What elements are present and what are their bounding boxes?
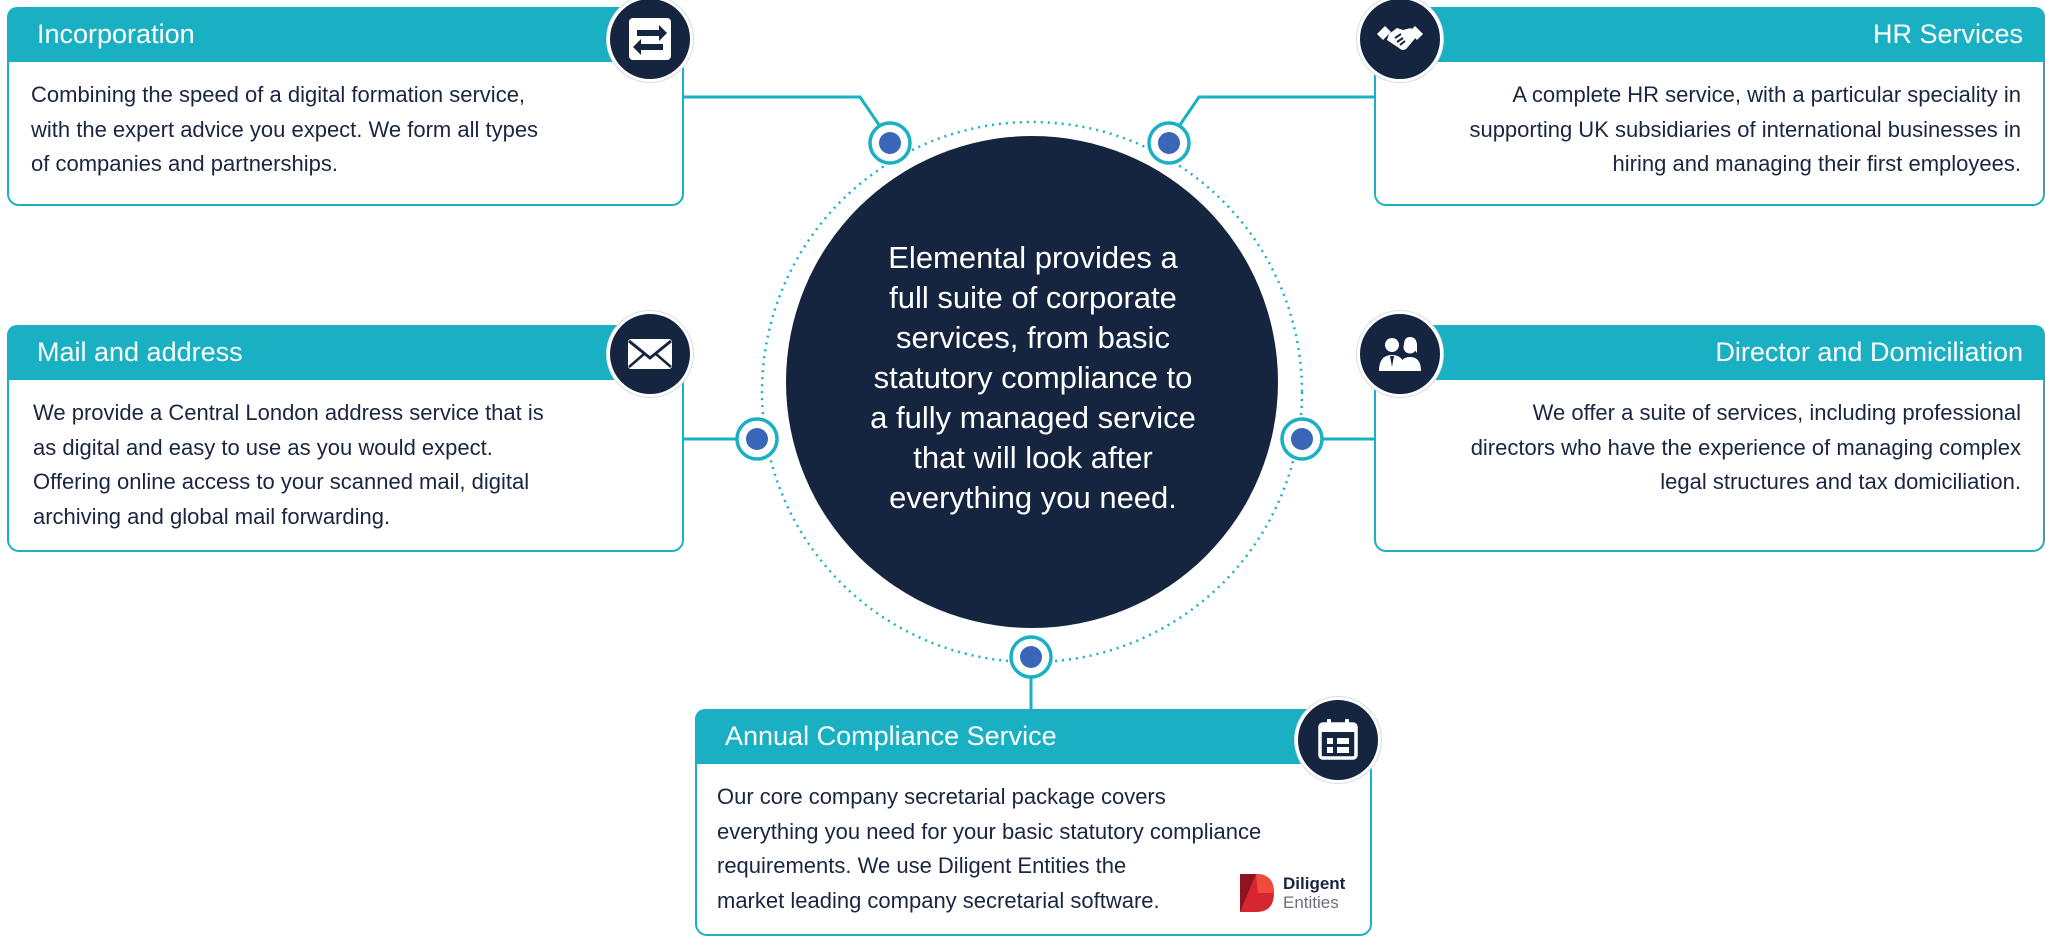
diligent-logo-mark — [1240, 874, 1274, 912]
logo-word-entities: Entities — [1283, 893, 1339, 912]
diligent-entities-logo: Diligent Entities — [1238, 872, 1358, 914]
director-description: We offer a suite of services, including … — [1386, 396, 2021, 500]
text-line: A complete HR service, with a particular… — [1512, 82, 2021, 107]
mail-card: Mail and address We provide a Central Lo… — [7, 325, 684, 552]
center-summary: Elemental provides a full suite of corpo… — [843, 238, 1223, 518]
node-annual — [1009, 635, 1053, 679]
annual-description: Our core company secretarial package cov… — [717, 780, 1350, 918]
director-title: Director and Domiciliation — [1374, 325, 2045, 380]
text-line: with the expert advice you expect. We fo… — [31, 116, 539, 142]
text-line: Our core company secretarial package cov… — [717, 784, 1166, 809]
dotted-ring — [760, 120, 1304, 664]
center-circle — [786, 136, 1278, 628]
handshake-icon — [1357, 0, 1443, 82]
text-line: market leading company secretarial softw… — [717, 887, 1160, 913]
center-line: Elemental provides a — [888, 240, 1178, 275]
center-line: services, from basic — [896, 320, 1170, 355]
node-mail — [735, 417, 779, 461]
hr-card: HR Services A complete HR service, with … — [1374, 7, 2045, 206]
node-director — [1280, 417, 1324, 461]
envelope-icon — [607, 311, 693, 397]
mail-title: Mail and address — [7, 325, 684, 380]
text-line: requirements. We use Diligent Entities t… — [717, 853, 1127, 878]
text-line: of companies and partnerships. — [31, 151, 338, 176]
text-line: We provide a Central London address serv… — [33, 400, 544, 425]
text-line: directors who have the experience of man… — [1470, 434, 2021, 460]
repeat-arrows-icon — [607, 0, 693, 82]
node-incorporation — [868, 121, 912, 165]
text-line: supporting UK subsidiaries of internatio… — [1469, 116, 2021, 142]
logo-word-diligent: Diligent — [1283, 874, 1346, 893]
text-line: as digital and easy to use as you would … — [33, 434, 493, 460]
center-line: everything you need. — [889, 480, 1177, 515]
incorporation-card: Incorporation Combining the speed of a d… — [7, 7, 684, 206]
text-line: Offering online access to your scanned m… — [33, 469, 530, 494]
center-line: statutory compliance to — [873, 360, 1193, 395]
incorporation-description: Combining the speed of a digital formati… — [31, 78, 662, 182]
text-line: everything you need for your basic statu… — [717, 818, 1262, 844]
text-line: archiving and global mail forwarding. — [33, 503, 391, 529]
hr-title: HR Services — [1374, 7, 2045, 62]
center-line: that will look after — [913, 440, 1153, 475]
text-line: Combining the speed of a digital formati… — [31, 82, 526, 107]
annual-card: Annual Compliance Service Our core compa… — [695, 709, 1372, 936]
hr-description: A complete HR service, with a particular… — [1386, 78, 2021, 182]
node-hr — [1147, 121, 1191, 165]
incorporation-title: Incorporation — [7, 7, 684, 62]
text-line: legal structures and tax domiciliation. — [1660, 469, 2021, 494]
text-line: hiring and managing their first employee… — [1612, 151, 2021, 176]
annual-title: Annual Compliance Service — [695, 709, 1372, 764]
people-icon — [1357, 311, 1443, 397]
center-line: a fully managed service — [870, 400, 1196, 435]
hr-connector — [1167, 95, 1374, 142]
mail-description: We provide a Central London address serv… — [33, 396, 662, 534]
text-line: We offer a suite of services, including … — [1532, 400, 2021, 425]
incorporation-connector — [684, 95, 892, 142]
calendar-icon — [1295, 697, 1381, 783]
director-card: Director and Domiciliation We offer a su… — [1374, 325, 2045, 552]
center-line: full suite of corporate — [889, 280, 1177, 315]
